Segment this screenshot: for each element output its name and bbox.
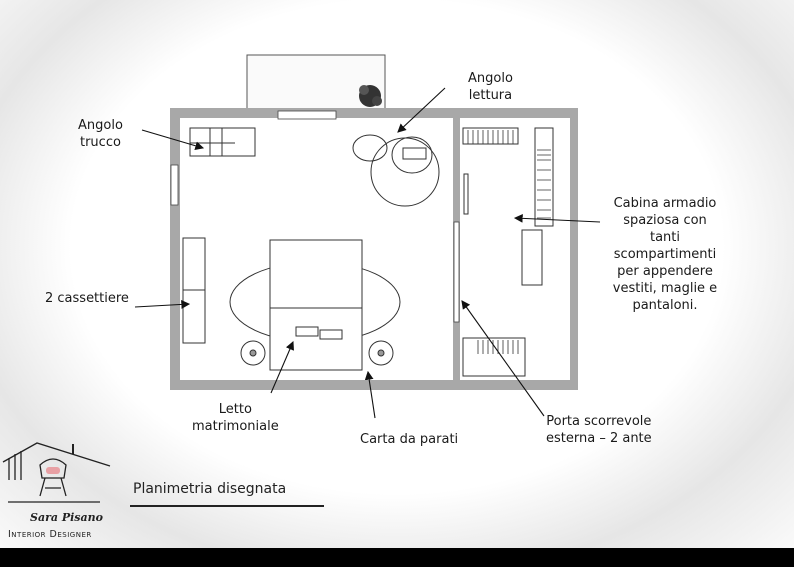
bottom-bar xyxy=(0,548,794,567)
armchair xyxy=(391,136,433,174)
side-window xyxy=(170,164,179,206)
label-carta-da-parati: Carta da parati xyxy=(360,432,459,447)
logo-chair-cushion xyxy=(46,467,60,474)
label-cassettiere: 2 cassettiere xyxy=(45,291,129,306)
bed xyxy=(269,239,363,371)
plant-icon xyxy=(359,85,382,107)
logo-name: Sara Pisano xyxy=(30,511,103,524)
logo-house-icon xyxy=(2,442,324,507)
closet-shelves-right xyxy=(534,127,554,227)
closet-shelves-top xyxy=(462,127,519,145)
logo-subtitle: Interior Designer xyxy=(8,529,92,540)
drawing-title: Planimetria disegnata xyxy=(133,481,287,497)
sliding-door xyxy=(453,221,460,323)
annotation-arrows xyxy=(134,87,601,419)
window xyxy=(277,110,337,120)
paper-background xyxy=(0,0,794,548)
ottoman xyxy=(352,134,388,162)
